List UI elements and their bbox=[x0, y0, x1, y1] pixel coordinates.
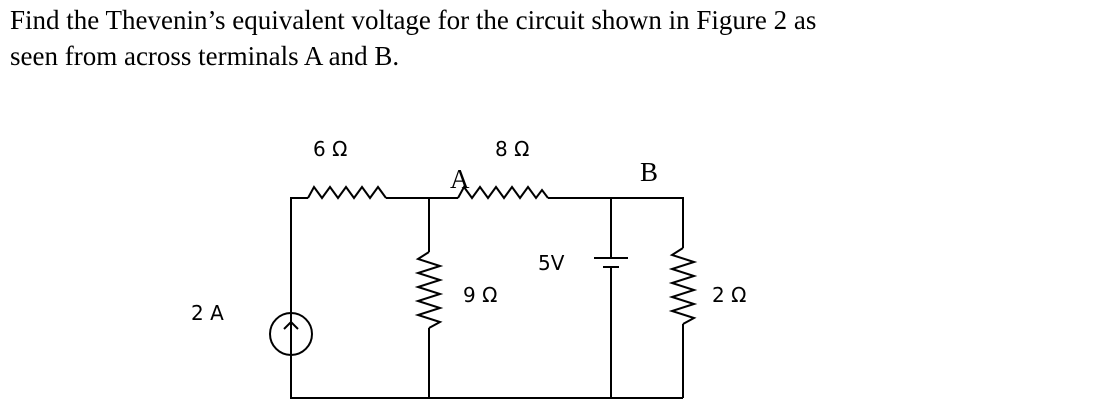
label-current-source: 2 A bbox=[191, 301, 224, 325]
resistor-9-ohm bbox=[414, 251, 444, 329]
terminal-a-label: A bbox=[450, 164, 470, 194]
label-5v: 5V bbox=[538, 251, 565, 275]
resistor-2-ohm bbox=[668, 247, 698, 325]
label-r-9-ohm: 9 Ω bbox=[463, 283, 497, 307]
label-r-2-ohm: 2 Ω bbox=[712, 283, 746, 307]
question-text: Find the Thevenin’s equivalent voltage f… bbox=[10, 2, 1100, 74]
label-r-6-ohm: 6 Ω bbox=[313, 137, 347, 161]
wire-bottom bbox=[290, 345, 683, 399]
terminal-b-label: B bbox=[640, 157, 658, 187]
label-r-8-ohm: 8 Ω bbox=[495, 137, 529, 161]
question-line-2: seen from across terminals A and B. bbox=[10, 41, 400, 71]
resistor-8-ohm bbox=[457, 185, 549, 200]
resistor-6-ohm bbox=[307, 185, 387, 200]
wire-top-right bbox=[548, 197, 684, 248]
current-source bbox=[269, 312, 313, 356]
up-arrow-icon bbox=[283, 320, 299, 346]
question-line-1: Find the Thevenin’s equivalent voltage f… bbox=[10, 5, 817, 35]
wire-top-left bbox=[290, 197, 308, 323]
